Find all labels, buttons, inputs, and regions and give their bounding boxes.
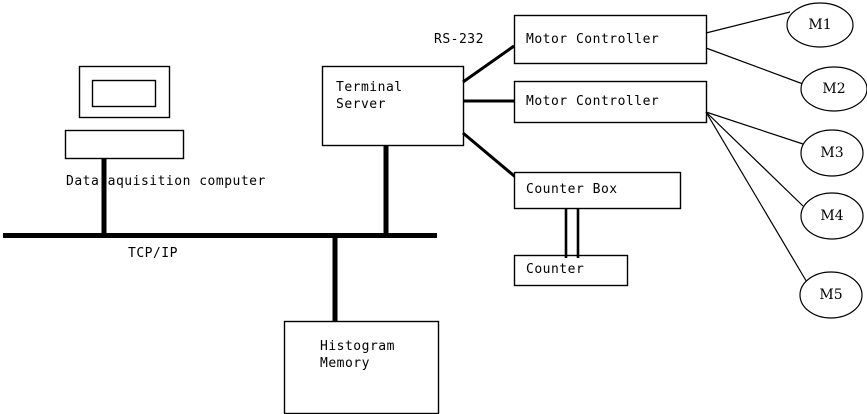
motor-m4-ellipse[interactable] [800, 192, 864, 240]
counter-rect [513, 254, 629, 287]
histogram-memory-label-line1: Histogram [320, 339, 395, 354]
motor-links-group [705, 11, 809, 285]
motor-m1-label: M1 [808, 17, 832, 33]
motor-m5-label: M5 [819, 287, 843, 303]
counter-node[interactable] [513, 254, 629, 287]
motor-controller-2-node[interactable] [513, 80, 708, 124]
counter-box-to-counter-cable [564, 208, 580, 258]
motor-m2-label: M2 [822, 81, 846, 97]
terminal-server-node[interactable] [321, 65, 465, 147]
motor-controller-2-label: Motor Controller [526, 94, 660, 109]
motor-controller-2-box [513, 80, 708, 124]
terminal-server-label-line2: Server [336, 97, 386, 112]
motor-m3-label: M3 [820, 145, 844, 161]
motor-ellipses-group [786, 2, 867, 319]
motor-controller-1-label: Motor Controller [526, 32, 660, 47]
motor-controller-1-node[interactable] [513, 14, 708, 65]
motor-m4-label: M4 [820, 208, 844, 224]
counter-box-label: Counter Box [526, 182, 618, 197]
histogram-memory-label-line2: Memory [320, 356, 370, 371]
histogram-memory-box [283, 320, 440, 414]
counter-label: Counter [526, 262, 585, 277]
data-acquisition-computer-node[interactable] [64, 65, 185, 160]
computer-monitor-screen [91, 79, 157, 108]
terminal-server-box [321, 65, 465, 147]
histogram-memory-node[interactable] [283, 320, 440, 414]
motor-m5-ellipse[interactable] [799, 271, 863, 319]
rs232-link-label: RS-232 [434, 32, 484, 47]
link-motor-controller-2-to-m4 [705, 111, 804, 207]
data-acquisition-computer-label: Data aquisition computer [66, 174, 266, 189]
motor-m1-ellipse[interactable] [786, 2, 854, 48]
counter-box-node[interactable] [513, 171, 682, 210]
computer-base [64, 129, 185, 160]
link-motor-controller-2-to-m3 [705, 111, 804, 145]
link-motor-controller-2-to-m5 [705, 111, 809, 285]
terminal-server-label-line1: Terminal [336, 80, 403, 95]
tcpip-bus-group [3, 145, 437, 323]
motor-controller-1-box [513, 14, 708, 65]
link-motor-controller-1-to-m2 [705, 47, 804, 85]
motor-m3-ellipse[interactable] [800, 129, 864, 177]
link-terminal-server-to-counter-box [462, 131, 520, 182]
link-motor-controller-1-to-m1 [705, 11, 791, 34]
tcpip-bus-label: TCP/IP [128, 246, 178, 261]
counter-box-rect [513, 171, 682, 210]
link-terminal-server-to-motor-controller-1 [462, 44, 515, 84]
motor-m2-ellipse[interactable] [800, 66, 867, 112]
rs232-links-group [462, 44, 520, 182]
